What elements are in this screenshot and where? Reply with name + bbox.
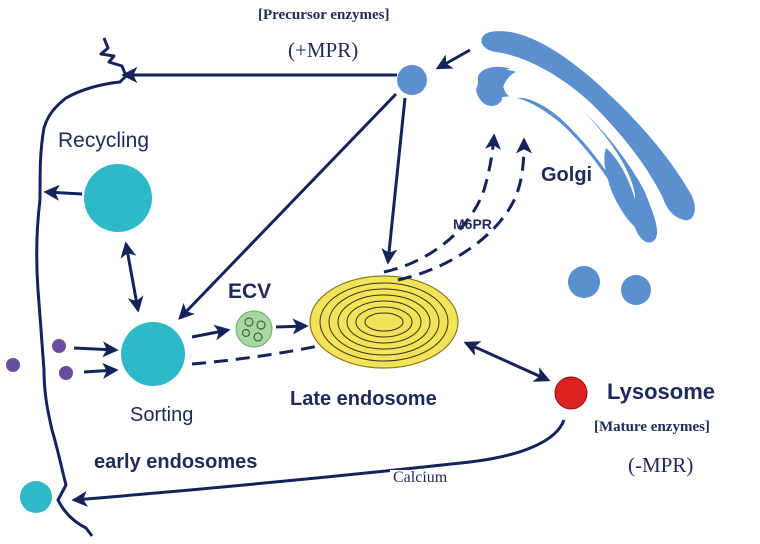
plus-mpr-label: (+MPR) bbox=[288, 38, 359, 62]
arrow-ecv-to-late-endosome bbox=[275, 318, 309, 335]
sorting-label: Sorting bbox=[130, 404, 194, 426]
golgi-label: Golgi bbox=[541, 164, 593, 186]
sorting-early-endosome bbox=[121, 322, 185, 386]
recycling-label: Recycling bbox=[58, 129, 150, 152]
m6pr-label: M6PR bbox=[453, 216, 492, 232]
arrow-ligand-lower bbox=[83, 362, 119, 379]
calcium-label: Calcium bbox=[390, 470, 451, 486]
arrow-sorting-to-ecv bbox=[191, 324, 231, 341]
recycling-endosome bbox=[84, 164, 152, 232]
dashed-m6pr-left bbox=[383, 133, 502, 274]
golgi-vesicle-lower-right bbox=[621, 275, 651, 305]
ecv-label: ECV bbox=[228, 280, 272, 303]
ligand-dot bbox=[6, 358, 20, 372]
golgi-small-cisterna bbox=[604, 148, 641, 228]
golgi-cap bbox=[476, 69, 516, 106]
plasma-membrane bbox=[35, 37, 128, 537]
arrow-recycling-sorting bbox=[120, 241, 144, 313]
ecv-carrier bbox=[235, 310, 273, 348]
golgi-vesicle-lower-left bbox=[568, 266, 600, 298]
arrow-calcium-to-membrane bbox=[71, 419, 566, 507]
arrow-recycling-to-membrane bbox=[43, 184, 83, 201]
minus-mpr-label: (-MPR) bbox=[628, 453, 694, 477]
late-endosome bbox=[309, 275, 459, 369]
early-endosomes-label: early endosomes bbox=[94, 451, 258, 473]
golgi-vesicle bbox=[397, 65, 427, 95]
dashed-sorting-to-late bbox=[191, 344, 319, 366]
membrane-vesicle bbox=[20, 481, 52, 513]
lysosome bbox=[554, 376, 588, 410]
arrow-golgi-to-vesicle bbox=[435, 48, 471, 70]
dashed-m6pr-right bbox=[397, 137, 532, 282]
arrow-vesicle-to-sorting bbox=[178, 92, 398, 320]
arrow-vesicle-to-late-endosome bbox=[381, 97, 407, 265]
late-endosome-label: Late endosome bbox=[290, 388, 437, 410]
lysosome-label: Lysosome bbox=[607, 379, 716, 404]
ligand-dot bbox=[52, 339, 66, 353]
pathway-arrows bbox=[43, 48, 566, 507]
arrow-late-endosome-lysosome bbox=[463, 341, 551, 382]
ligand-dot bbox=[59, 366, 73, 380]
dashed-arrows bbox=[191, 133, 532, 366]
golgi-cisterna-outer bbox=[481, 31, 695, 221]
arrow-ligand-upper bbox=[73, 341, 119, 358]
precursor-enzymes-label: [Precursor enzymes] bbox=[258, 7, 390, 23]
mature-enzymes-label: [Mature enzymes] bbox=[594, 419, 710, 435]
